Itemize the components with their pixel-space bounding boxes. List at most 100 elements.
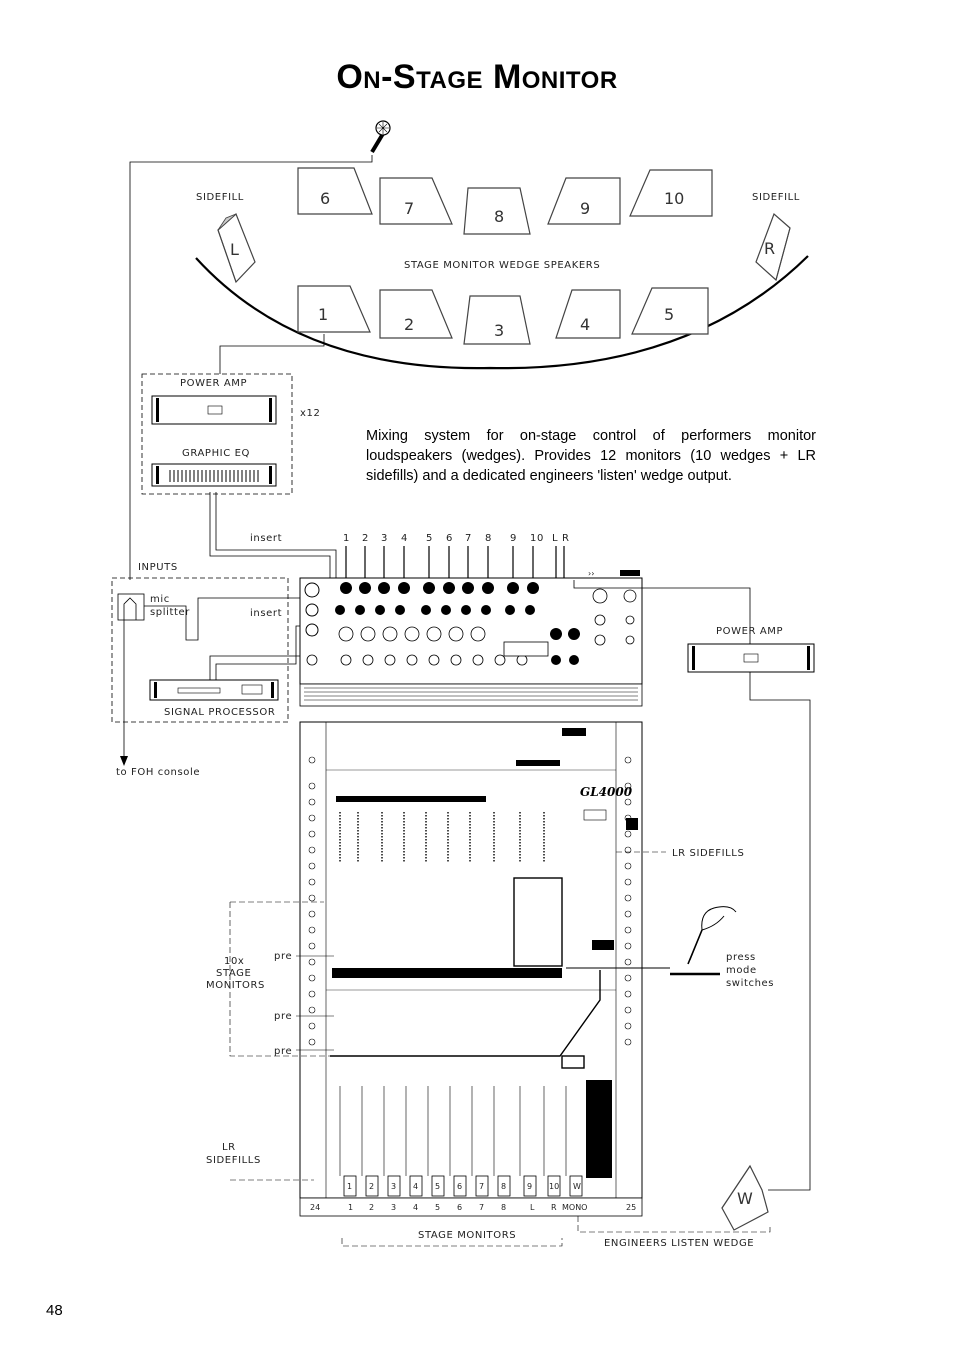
pre-label-2: pre bbox=[274, 1011, 292, 1022]
svg-text:2: 2 bbox=[369, 1203, 374, 1212]
graphic-eq-unit bbox=[151, 463, 277, 487]
sidefill-right-speaker bbox=[755, 212, 791, 282]
svg-text:25: 25 bbox=[626, 1203, 636, 1212]
svg-text:3: 3 bbox=[391, 1203, 396, 1212]
lr-sidefills-left-label-2: SIDEFILLS bbox=[206, 1155, 261, 1166]
pre-label-1: pre bbox=[274, 951, 292, 962]
sidefill-right-label: SIDEFILL bbox=[752, 192, 800, 203]
wedge-2: 2 bbox=[379, 289, 453, 339]
svg-text:9: 9 bbox=[510, 533, 517, 544]
svg-text:10: 10 bbox=[530, 533, 544, 544]
svg-text:9: 9 bbox=[527, 1182, 532, 1191]
svg-text:2: 2 bbox=[404, 315, 414, 334]
sidefill-left-letter: L bbox=[230, 240, 239, 259]
wedge-3: 3 bbox=[463, 295, 531, 345]
insert-label-1: insert bbox=[250, 533, 282, 544]
amp-eq-rack bbox=[141, 373, 293, 495]
page-title: On-Stage Monitor bbox=[336, 58, 618, 96]
svg-text:6: 6 bbox=[446, 533, 453, 544]
sidefill-left-speaker bbox=[217, 212, 256, 284]
inputs-box bbox=[111, 577, 289, 723]
svg-text:6: 6 bbox=[457, 1203, 462, 1212]
svg-text:4: 4 bbox=[580, 315, 590, 334]
wedge-10: 10 bbox=[629, 169, 713, 217]
svg-text:6: 6 bbox=[320, 189, 330, 208]
lr-sidefills-right-label: LR SIDEFILLS bbox=[672, 848, 744, 859]
svg-text:5: 5 bbox=[435, 1203, 440, 1212]
listen-wedge-letter: W bbox=[737, 1189, 753, 1208]
wedge-speakers-label: STAGE MONITOR WEDGE SPEAKERS bbox=[404, 260, 600, 271]
svg-text:L: L bbox=[530, 1203, 535, 1212]
microphone-icon bbox=[370, 120, 391, 154]
svg-text:8: 8 bbox=[494, 207, 504, 226]
svg-text:5: 5 bbox=[664, 305, 674, 324]
svg-text:10: 10 bbox=[664, 189, 684, 208]
power-amp-right-label: POWER AMP bbox=[716, 626, 783, 637]
svg-text:5: 5 bbox=[435, 1182, 440, 1191]
svg-text:1: 1 bbox=[348, 1203, 353, 1212]
signal-processor-unit bbox=[149, 679, 279, 701]
wedge-9: 9 bbox=[547, 177, 621, 225]
wedge-8: 8 bbox=[463, 187, 531, 235]
console-logo: GL4000 bbox=[580, 785, 633, 799]
x12-label: x12 bbox=[300, 408, 320, 419]
wedge-5: 5 bbox=[631, 287, 709, 335]
stage-edge-arc bbox=[195, 255, 809, 370]
to-foh-label: to FOH console bbox=[116, 767, 200, 778]
svg-text:24: 24 bbox=[310, 1203, 320, 1212]
wedge-4: 4 bbox=[555, 289, 621, 339]
svg-text:R: R bbox=[551, 1203, 557, 1212]
svg-text:7: 7 bbox=[479, 1182, 484, 1191]
stage-monitors-10x-label-3: MONITORS bbox=[206, 980, 265, 991]
listen-wedge-speaker bbox=[721, 1164, 769, 1231]
press-label: press bbox=[726, 952, 756, 963]
mic-splitter-label-2: splitter bbox=[150, 607, 190, 618]
switches-label: switches bbox=[726, 978, 774, 989]
svg-text:9: 9 bbox=[580, 199, 590, 218]
svg-text:3: 3 bbox=[391, 1182, 396, 1191]
svg-text:8: 8 bbox=[501, 1182, 506, 1191]
svg-text:8: 8 bbox=[501, 1203, 506, 1212]
bottom-strip-labels: 24 1 2 3 4 5 6 7 8 L R MONO 25 bbox=[310, 1203, 636, 1212]
svg-text:1: 1 bbox=[347, 1182, 352, 1191]
stage-monitors-10x-label-2: STAGE bbox=[216, 968, 251, 979]
svg-text:2: 2 bbox=[362, 533, 369, 544]
svg-text:1: 1 bbox=[318, 305, 328, 324]
wedge-7: 7 bbox=[379, 177, 453, 225]
inputs-label: INPUTS bbox=[138, 562, 178, 573]
mic-splitter-icon bbox=[117, 593, 145, 621]
pre-label-3: pre bbox=[274, 1046, 292, 1057]
svg-text:7: 7 bbox=[479, 1203, 484, 1212]
sidefill-right-letter: R bbox=[764, 239, 775, 258]
svg-text:4: 4 bbox=[401, 533, 408, 544]
sidefill-left-label: SIDEFILL bbox=[196, 192, 244, 203]
svg-text:4: 4 bbox=[413, 1182, 418, 1191]
svg-text:MONO: MONO bbox=[562, 1203, 587, 1212]
svg-text:L R: L R bbox=[552, 533, 570, 544]
engineers-listen-wedge-label: ENGINEERS LISTEN WEDGE bbox=[604, 1238, 754, 1249]
console-surface: GL4000 bbox=[299, 721, 643, 1217]
svg-text:››: ›› bbox=[588, 569, 594, 578]
power-amp-unit bbox=[151, 395, 277, 425]
svg-text:1: 1 bbox=[343, 533, 350, 544]
power-amp-right-unit bbox=[687, 643, 815, 673]
console-rear-panel: ›› bbox=[299, 569, 643, 707]
lr-sidefills-left-label-1: LR bbox=[222, 1142, 236, 1153]
svg-text:8: 8 bbox=[485, 533, 492, 544]
mic-splitter-label-1: mic bbox=[150, 594, 170, 605]
fader-labels: 1 2 3 4 5 6 7 8 9 10 W bbox=[347, 1182, 581, 1191]
signal-processor-label: SIGNAL PROCESSOR bbox=[164, 707, 275, 718]
svg-text:7: 7 bbox=[404, 199, 414, 218]
svg-text:W: W bbox=[573, 1182, 581, 1191]
wedge-6: 6 bbox=[297, 167, 373, 215]
wedge-1: 1 bbox=[297, 285, 371, 333]
graphic-eq-label: GRAPHIC EQ bbox=[182, 448, 250, 459]
svg-text:5: 5 bbox=[426, 533, 433, 544]
svg-text:3: 3 bbox=[494, 321, 504, 340]
page-number: 48 bbox=[46, 1302, 63, 1319]
hand-pen-icon bbox=[687, 906, 737, 965]
mode-label: mode bbox=[726, 965, 757, 976]
power-amp-top-label: POWER AMP bbox=[180, 378, 247, 389]
output-numbers: 1 2 3 4 5 6 7 8 9 10 L R bbox=[343, 533, 570, 544]
